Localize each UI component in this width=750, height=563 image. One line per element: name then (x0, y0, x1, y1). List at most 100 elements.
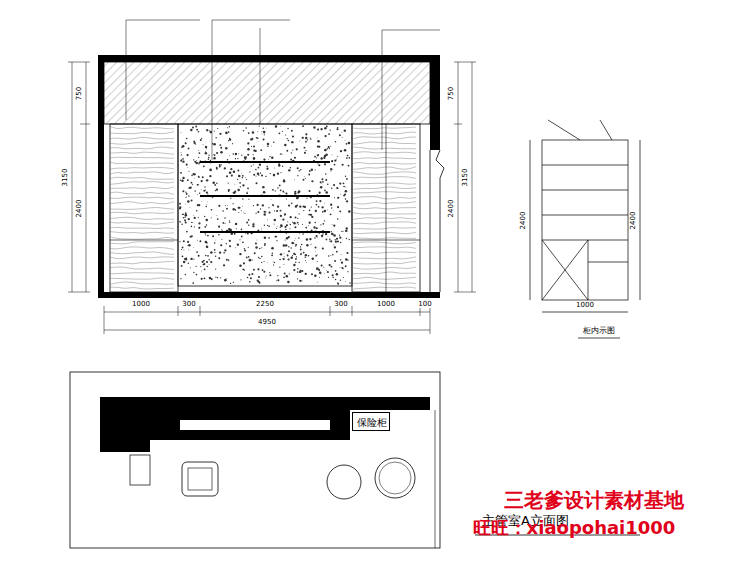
grain-line (352, 222, 416, 224)
speck (300, 253, 302, 255)
speck (337, 187, 339, 189)
speck (282, 131, 283, 132)
speck (230, 197, 231, 198)
speck (237, 189, 240, 192)
grain-line (110, 192, 174, 194)
speck (314, 275, 317, 278)
speck (316, 254, 318, 256)
speck (346, 157, 347, 158)
speck (241, 173, 243, 175)
speck (194, 217, 196, 219)
speck (323, 157, 325, 159)
speck (295, 262, 296, 263)
speck (202, 144, 204, 146)
speck (340, 259, 341, 260)
speck (247, 187, 249, 189)
speck (257, 141, 259, 143)
speck (335, 279, 336, 280)
speck (328, 255, 330, 257)
dimension: 1000 (377, 301, 395, 308)
speck (290, 256, 292, 258)
speck (225, 205, 226, 206)
speck (297, 271, 299, 273)
speck (322, 211, 324, 213)
speck (284, 213, 286, 215)
speck (239, 265, 242, 268)
speck (327, 236, 329, 238)
speck (216, 215, 218, 217)
speck (271, 247, 274, 250)
speck (259, 248, 261, 250)
speck (191, 222, 192, 223)
speck (220, 277, 221, 278)
speck (239, 182, 241, 184)
speck (185, 197, 186, 198)
speck (325, 233, 327, 235)
grain-line (352, 262, 416, 264)
speck (343, 277, 344, 278)
speck (300, 249, 302, 251)
speck (271, 157, 273, 159)
speck (331, 233, 334, 236)
dimension-lines (68, 62, 476, 334)
stone-panel (178, 124, 352, 286)
grain-line (352, 218, 416, 220)
speck (316, 137, 318, 139)
speck (299, 140, 301, 142)
speck (343, 195, 345, 197)
speck (317, 140, 319, 142)
speck (325, 269, 327, 271)
speck (205, 206, 207, 208)
speck (192, 282, 194, 284)
speck (254, 252, 256, 254)
speck (191, 182, 193, 184)
dimension: 4950 (258, 319, 276, 326)
speck (271, 254, 273, 256)
speck (228, 131, 230, 133)
speck (342, 164, 344, 166)
speck (305, 133, 307, 135)
grain-line (110, 278, 174, 279)
speck (346, 238, 347, 239)
speck (228, 182, 229, 183)
break-line (430, 150, 444, 292)
speck (270, 173, 271, 174)
speck (242, 242, 244, 244)
speck (182, 190, 184, 192)
speck (302, 137, 304, 139)
speck (238, 153, 240, 155)
speck (293, 179, 295, 181)
speck (198, 255, 200, 257)
grain-line (110, 222, 174, 224)
speck (316, 281, 318, 283)
speck (200, 139, 202, 141)
speck (337, 240, 339, 242)
speck (266, 166, 268, 168)
speck (252, 223, 254, 225)
speck (228, 260, 229, 261)
speck (286, 275, 289, 278)
speck (228, 259, 229, 260)
speck (309, 190, 311, 192)
speck (192, 173, 194, 175)
speck (262, 204, 264, 206)
speck (279, 125, 281, 127)
speck (298, 170, 299, 171)
speck (197, 194, 199, 196)
floor-slab (98, 292, 440, 298)
speck (188, 171, 189, 172)
grain-line (110, 262, 174, 264)
speck (317, 145, 319, 147)
speck (244, 250, 246, 252)
speck (331, 224, 333, 226)
speck (226, 243, 227, 244)
speck (293, 264, 295, 266)
speck (321, 183, 323, 185)
speck (347, 271, 348, 272)
speck (340, 193, 342, 195)
speck (201, 201, 203, 203)
speck (190, 258, 192, 260)
speck (240, 186, 241, 187)
speck (322, 206, 324, 208)
grain-line (110, 217, 174, 219)
